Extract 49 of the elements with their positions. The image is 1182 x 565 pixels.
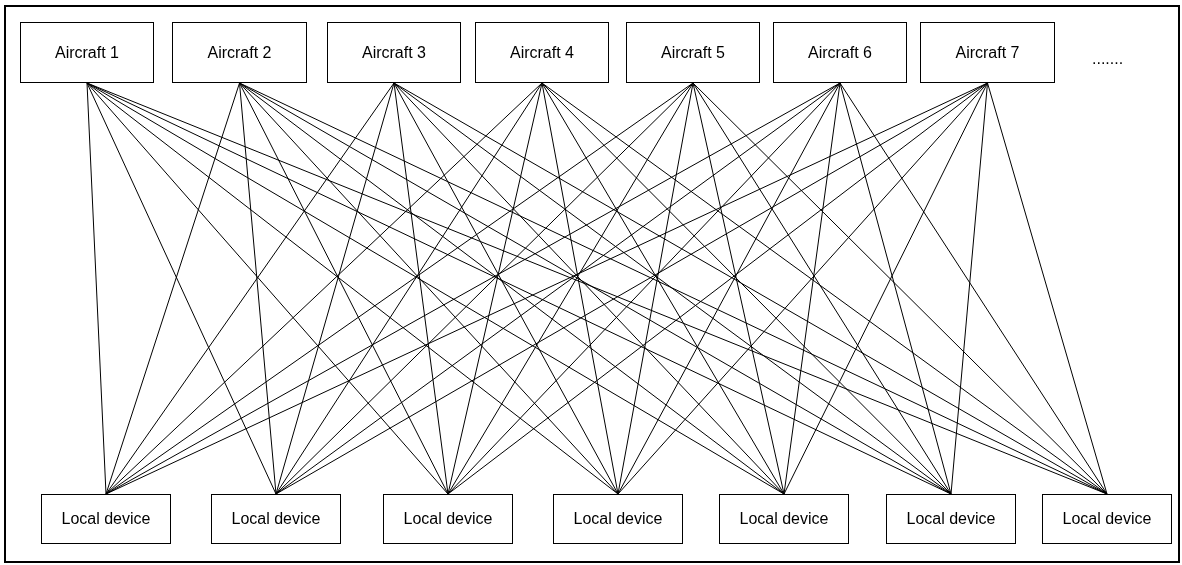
process-box: Aircraft 4: [475, 22, 609, 83]
connector-line: [393, 82, 785, 495]
connector-line: [839, 82, 952, 495]
connector-line: [105, 82, 240, 495]
process-box: Local device: [211, 494, 341, 544]
connector-line: [783, 82, 988, 495]
process-box: Aircraft 3: [327, 22, 461, 83]
connector-line: [393, 82, 449, 495]
process-box: Local device: [719, 494, 849, 544]
connector-line: [86, 82, 107, 495]
connector-line: [86, 82, 277, 495]
connector-line: [541, 82, 619, 495]
connector-line: [692, 82, 1108, 495]
connector-line: [692, 82, 785, 495]
connector-line: [447, 82, 543, 495]
ellipsis-text: .......: [1092, 50, 1124, 68]
connector-line: [950, 82, 988, 495]
process-box: Local device: [41, 494, 171, 544]
connector-line: [275, 82, 543, 495]
connector-line: [617, 82, 694, 495]
connector-line: [447, 82, 694, 495]
connector-line: [239, 82, 785, 495]
process-box: Aircraft 1: [20, 22, 154, 83]
connector-line: [275, 82, 841, 495]
process-box: Aircraft 7: [920, 22, 1055, 83]
connector-line: [105, 82, 694, 495]
process-box: Aircraft 6: [773, 22, 907, 83]
connector-line: [987, 82, 1108, 495]
connector-line: [692, 82, 952, 495]
connector-line: [86, 82, 449, 495]
connector-line: [541, 82, 785, 495]
connector-line: [105, 82, 395, 495]
connector-line: [86, 82, 619, 495]
connector-line: [617, 82, 988, 495]
connector-line: [839, 82, 1108, 495]
connector-line: [447, 82, 841, 495]
connector-line: [239, 82, 449, 495]
process-box: Local device: [886, 494, 1016, 544]
process-box: Local device: [383, 494, 513, 544]
connector-line: [275, 82, 395, 495]
connector-line: [239, 82, 277, 495]
connector-line: [239, 82, 619, 495]
connector-line: [783, 82, 841, 495]
connector-line: [447, 82, 988, 495]
process-box: Local device: [1042, 494, 1172, 544]
connector-line: [393, 82, 619, 495]
process-box: Aircraft 5: [626, 22, 760, 83]
process-box: Aircraft 2: [172, 22, 307, 83]
process-box: Local device: [553, 494, 683, 544]
